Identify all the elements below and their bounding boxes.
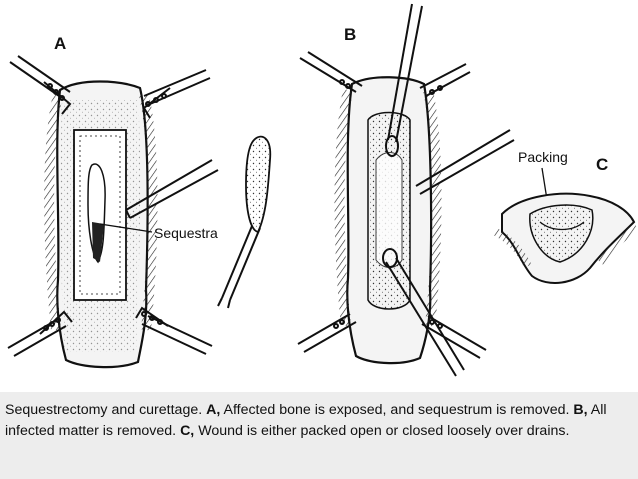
trough-floor-b [375, 152, 403, 268]
tissue-edge-right-b [423, 89, 442, 327]
retractor-top-right-b [419, 63, 471, 97]
caption-b-text: All infected matter is removed. [5, 402, 607, 439]
retractor-bottom-left-a [7, 310, 73, 357]
tissue-edge-right-a [139, 93, 158, 331]
skin-flap-right-c [596, 222, 638, 265]
retractor-bottom-right-a [135, 306, 213, 355]
sequestrectomy-illustration: A [7, 3, 638, 377]
figure-caption: Sequestrectomy and curettage. A, Affecte… [0, 392, 638, 479]
panel-c-letter: C [596, 155, 608, 174]
panel-c: C Packing [494, 149, 638, 284]
packing-gauze-c [529, 204, 594, 263]
caption-b-label: B, [573, 402, 588, 418]
curette-bottom-b [382, 248, 465, 377]
drill-holes-a [79, 135, 121, 295]
caption-c-text: Wound is either packed open or closed lo… [198, 422, 570, 439]
removed-sequestrum-a [245, 135, 272, 234]
panel-b-letter: B [344, 25, 356, 44]
retractor-bottom-left-b [297, 313, 357, 353]
elevator-instrument-a [125, 159, 219, 219]
retractor-top-left-a [9, 55, 72, 115]
panel-a: A [7, 34, 272, 369]
panel-b: B [297, 3, 515, 377]
tissue-edge-left-a [44, 93, 63, 331]
skin-flap-left-c [494, 228, 532, 268]
retractor-top-right-a [142, 69, 211, 119]
caption-a-text: Affected bone is exposed, and sequestrum… [223, 402, 570, 418]
packing-fold-c [539, 221, 585, 231]
callout-leader-sequestra [99, 223, 153, 233]
caption-c-label: C, [180, 422, 195, 439]
curette-top-b [385, 3, 423, 157]
retractor-top-left-b [299, 51, 363, 93]
sequestrum-a [92, 222, 104, 262]
callout-sequestra: Sequestra [154, 225, 218, 241]
caption-a-label: A, [206, 402, 221, 418]
forceps-a [217, 225, 261, 309]
panel-a-letter: A [54, 34, 66, 53]
callout-packing: Packing [518, 149, 568, 165]
tissue-edge-left-b [334, 89, 353, 327]
instrument-right-b [415, 129, 515, 195]
caption-intro: Sequestrectomy and curettage. [5, 402, 203, 418]
